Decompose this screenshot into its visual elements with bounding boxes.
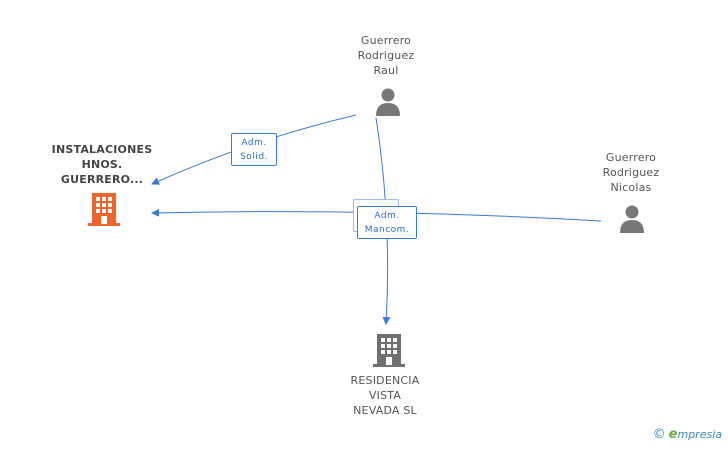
company-instalaciones-label[interactable]: INSTALACIONES HNOS. GUERRERO... — [51, 143, 153, 186]
building-icon[interactable] — [373, 334, 405, 367]
company-residencia-label[interactable]: RESIDENCIA VISTA NEVADA SL — [350, 374, 420, 417]
person-icon[interactable] — [620, 205, 644, 234]
relation-type-line: Mancom. — [364, 225, 410, 235]
person-icon[interactable] — [376, 88, 400, 117]
relation-adm-mancom-badge: Adm. Mancom. — [357, 206, 417, 239]
copyright-symbol: © — [652, 427, 666, 442]
building-icon[interactable] — [88, 193, 120, 226]
brand-name: mpresia — [677, 428, 722, 441]
person-nicolas-label[interactable]: Guerrero Rodriguez Nicolas — [602, 151, 660, 194]
person-raul-label[interactable]: Guerrero Rodriguez Raul — [357, 34, 415, 77]
brand-initial: e — [668, 427, 678, 442]
empresia-brand[interactable]: ©empresia — [653, 427, 722, 442]
relation-adm-solid-badge: Adm. Solid. — [231, 133, 277, 166]
relation-role-line: Adm. — [241, 138, 267, 148]
relation-role-line: Adm. — [374, 211, 400, 221]
relation-type-line: Solid. — [240, 152, 268, 162]
